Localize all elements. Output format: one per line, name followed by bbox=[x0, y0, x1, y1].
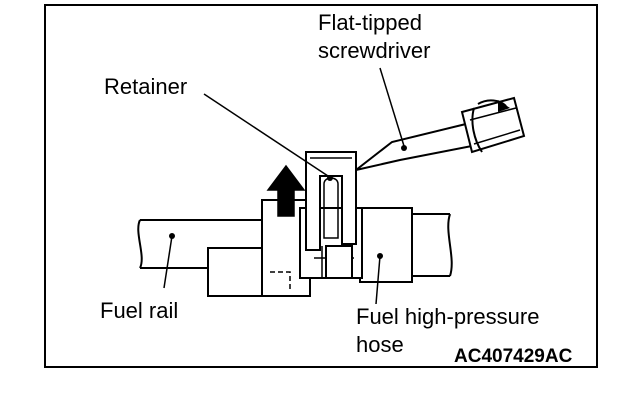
leader-screwdriver bbox=[379, 67, 405, 147]
leader-fuel-rail bbox=[163, 235, 173, 289]
fuel-high-pressure-hose bbox=[359, 207, 453, 283]
label-hose-line2: hose bbox=[356, 332, 404, 357]
label-fuel-rail: Fuel rail bbox=[100, 298, 178, 323]
label-retainer: Retainer bbox=[104, 74, 187, 99]
label-screwdriver-line1: Flat-tipped bbox=[318, 10, 422, 35]
retainer-clip bbox=[305, 151, 357, 251]
figure-code: AC407429AC bbox=[454, 346, 573, 367]
fuel-rail bbox=[137, 199, 311, 297]
up-arrow-icon bbox=[266, 164, 306, 217]
screwdriver bbox=[355, 96, 526, 171]
label-screwdriver-line2: screwdriver bbox=[318, 38, 430, 63]
label-hose-line1: Fuel high-pressure bbox=[356, 304, 539, 329]
leader-retainer bbox=[203, 93, 329, 177]
figure-frame bbox=[44, 4, 598, 368]
leader-hose bbox=[375, 255, 381, 305]
rotation-arrow-icon bbox=[471, 99, 510, 153]
